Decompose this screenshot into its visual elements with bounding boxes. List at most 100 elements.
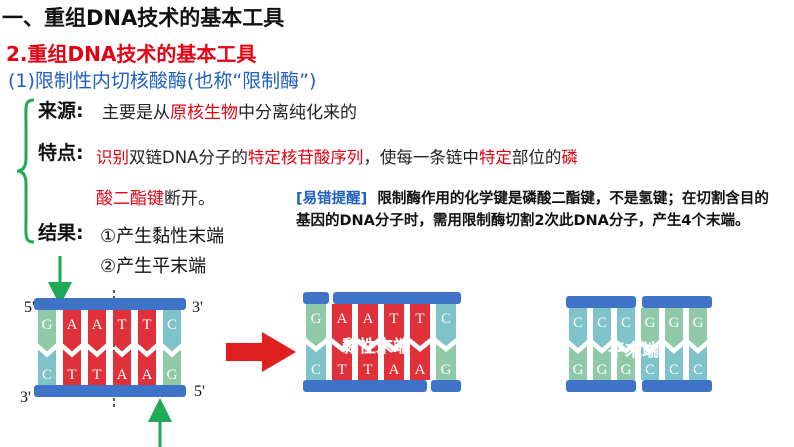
base-top-A — [88, 310, 106, 352]
base-top-G — [641, 308, 659, 348]
base-bottom-T — [358, 344, 378, 380]
base-label-bottom: A — [142, 367, 153, 383]
feature-part6: 部位的 — [511, 148, 562, 167]
base-bottom-G — [436, 344, 456, 380]
sticky-end-label: 黏性末端 — [342, 336, 410, 357]
base-label-top: G — [311, 311, 322, 327]
tip-label: [易错提醒] — [296, 191, 368, 207]
base-top-G — [306, 304, 326, 346]
left-top-backbone — [34, 298, 186, 310]
base-label-bottom: T — [363, 362, 372, 378]
base-label-bottom: G — [441, 362, 452, 378]
feature-colon: : — [76, 142, 84, 164]
base-label-top: C — [167, 317, 177, 333]
base-label-top: G — [693, 315, 704, 331]
end-label-top-left: 5' — [24, 299, 35, 316]
base-label-bottom: T — [337, 362, 346, 378]
base-label-bottom: A — [389, 362, 400, 378]
base-top-T — [113, 310, 131, 352]
enzyme-heading: (1)限制性内切核酸酶(也称“限制酶”) — [8, 70, 317, 92]
base-label-top: C — [621, 315, 631, 331]
base-label-top: A — [337, 311, 348, 327]
sticky-bottom-backbone-short — [431, 380, 461, 392]
blunt-bottom-backbone-left — [566, 380, 636, 392]
base-label-bottom: C — [669, 362, 679, 378]
base-bottom-T — [63, 349, 81, 385]
base-top-C — [436, 304, 456, 346]
base-label-top: C — [573, 315, 583, 331]
base-top-A — [358, 304, 378, 346]
blunt-end-label: 平末端 — [608, 340, 659, 361]
feature-part3: 特定核苷酸序列 — [247, 148, 364, 167]
base-top-C — [163, 310, 181, 352]
blunt-bottom-backbone-right — [642, 380, 712, 392]
base-bottom-A — [410, 344, 430, 380]
base-label-bottom: G — [573, 362, 584, 378]
base-bottom-G — [163, 349, 181, 385]
tip-text: 限制酶作用的化学键是磷酸二酯键，不是氢键；在切割含目的基因的DNA分子时，需用限… — [296, 191, 769, 229]
base-bottom-C — [689, 346, 707, 380]
base-label-top: G — [669, 315, 680, 331]
base-label-top: T — [389, 311, 398, 327]
end-label-top-right: 3' — [192, 299, 203, 316]
source-text-a: 主要是从 — [102, 103, 170, 123]
base-top-A — [332, 304, 352, 346]
page-title: 一、重组DNA技术的基本工具 — [2, 6, 285, 30]
base-bottom-G — [593, 346, 611, 380]
result-label-group: 结果: — [38, 218, 84, 245]
feature-text-line2: 酸二酯键断开。 — [96, 184, 215, 209]
base-label-bottom: T — [67, 367, 76, 383]
curly-brace — [16, 98, 35, 244]
feature-part1: 识别 — [96, 148, 129, 167]
base-bottom-A — [138, 349, 156, 385]
section-subtitle: 2.重组DNA技术的基本工具 — [6, 42, 257, 66]
base-bottom-G — [617, 346, 635, 380]
source-label-group: 来源: — [38, 96, 84, 123]
base-label-top: C — [441, 311, 451, 327]
blunt-top-backbone-right — [642, 296, 712, 308]
base-top-G — [689, 308, 707, 348]
feature-label-group: 特点: — [38, 138, 84, 165]
feature-part7: 磷 — [561, 148, 578, 167]
base-bottom-C — [641, 346, 659, 380]
source-text-red: 原核生物 — [170, 103, 238, 123]
source-text: 主要是从原核生物中分离纯化来的 — [102, 98, 357, 123]
transform-arrow — [226, 332, 296, 372]
sticky-bottom-backbone-long — [303, 380, 427, 392]
feature-part4: ，使每一条链中 — [363, 148, 479, 167]
base-label-bottom: G — [621, 362, 632, 378]
base-bottom-A — [113, 349, 131, 385]
base-label-bottom: G — [597, 362, 608, 378]
base-label-top: T — [117, 317, 126, 333]
base-label-top: T — [142, 317, 151, 333]
base-bottom-G — [569, 346, 587, 380]
base-label-bottom: T — [92, 367, 101, 383]
sticky-top-backbone-short — [303, 292, 329, 304]
base-label-top: T — [415, 311, 424, 327]
sticky-top-backbone-long — [333, 292, 461, 304]
feature-label: 特点 — [38, 142, 77, 164]
base-label-top: G — [42, 317, 53, 333]
base-top-G — [665, 308, 683, 348]
base-bottom-A — [384, 344, 404, 380]
base-top-C — [569, 308, 587, 348]
blunt-top-backbone-left — [566, 296, 636, 308]
base-label-bottom: G — [167, 367, 178, 383]
error-tip: [易错提醒] 限制酶作用的化学键是磷酸二酯键，不是氢键；在切割含目的基因的DNA… — [296, 188, 780, 232]
feature-line2-red: 酸二酯键 — [96, 189, 164, 209]
base-top-A — [63, 310, 81, 352]
base-label-top: A — [67, 317, 78, 333]
feature-line2-black: 断开。 — [164, 189, 215, 209]
base-label-top: G — [645, 315, 656, 331]
base-top-C — [617, 308, 635, 348]
feature-part2: 双链DNA分子的 — [129, 148, 248, 167]
base-label-top: A — [92, 317, 103, 333]
feature-text-line1: 识别双链DNA分子的特定核苷酸序列，使每一条链中特定部位的磷 — [96, 144, 578, 168]
base-label-bottom: C — [645, 362, 655, 378]
base-bottom-T — [88, 349, 106, 385]
source-colon: : — [76, 100, 84, 122]
